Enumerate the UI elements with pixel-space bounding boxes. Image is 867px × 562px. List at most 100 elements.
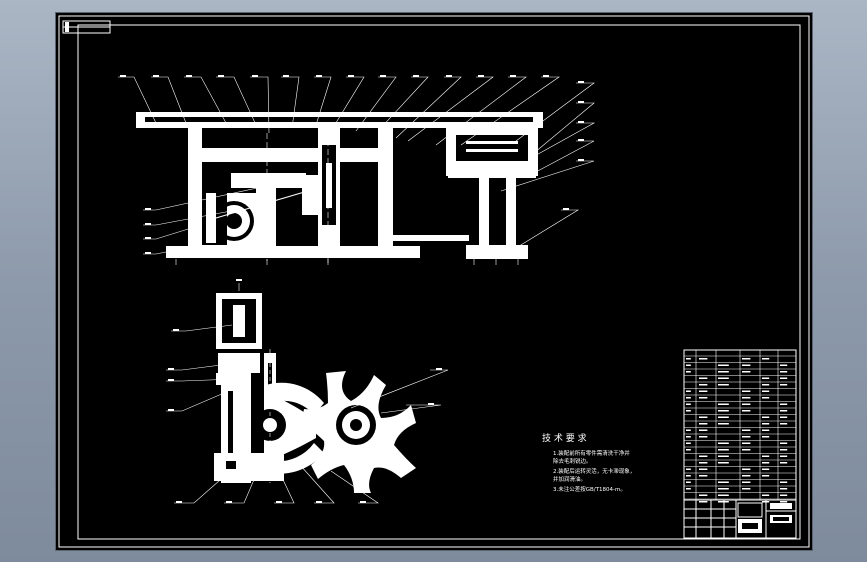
parts-list-cell-mark: [718, 384, 729, 386]
parts-list-cell-mark: [718, 403, 729, 405]
parts-list-cell-mark: [699, 475, 708, 477]
parts-list-cell-mark: [686, 397, 691, 399]
parts-list-cell-mark: [780, 494, 788, 496]
parts-list-cell-mark: [718, 416, 729, 418]
parts-list-cell-mark: [718, 481, 729, 483]
parts-list-cell-mark: [742, 358, 751, 360]
parts-list-cell-mark: [699, 384, 708, 386]
parts-list-cell-mark: [699, 494, 708, 496]
title-block: [683, 499, 797, 539]
parts-list-cell-mark: [762, 468, 770, 470]
parts-list-cell-mark: [780, 403, 788, 405]
parts-list-cell-mark: [742, 390, 751, 392]
parts-list-cell-mark: [699, 501, 708, 503]
section-view: [214, 283, 416, 493]
parts-list-cell-mark: [780, 455, 788, 457]
parts-list-cell-mark: [762, 475, 770, 477]
parts-list-cell-mark: [699, 397, 708, 399]
parts-list-cell-mark: [686, 390, 691, 392]
parts-list-cell-mark: [762, 397, 770, 399]
parts-list-cell-mark: [686, 475, 691, 477]
parts-list-cell-mark: [762, 436, 770, 438]
parts-list-cell-mark: [742, 436, 751, 438]
parts-list-cell-mark: [718, 462, 729, 464]
parts-list-cell-mark: [780, 410, 788, 412]
parts-list-cell-mark: [780, 371, 788, 373]
parts-list-cell-mark: [780, 364, 788, 366]
parts-list-cell-mark: [699, 416, 708, 418]
parts-list-cell-mark: [686, 436, 691, 438]
parts-list-cell-mark: [780, 384, 788, 386]
parts-list-cell-mark: [742, 449, 751, 451]
parts-list-cell-mark: [686, 358, 691, 360]
parts-list-cell-mark: [718, 449, 729, 451]
part-number-ticks-section: [168, 279, 442, 503]
parts-list-cell-mark: [686, 488, 691, 490]
front-view: [136, 112, 543, 265]
parts-list-cell-mark: [686, 468, 691, 470]
parts-list-cell-mark: [780, 416, 788, 418]
parts-list-cell-mark: [742, 429, 751, 431]
parts-list-cell-mark: [718, 423, 729, 425]
parts-list-cell-mark: [780, 423, 788, 425]
parts-list-cell-mark: [718, 501, 729, 503]
parts-list-cell-mark: [686, 371, 691, 373]
parts-list-cell-mark: [686, 364, 691, 366]
parts-list-cell-mark: [780, 377, 788, 379]
parts-list-cell-mark: [718, 377, 729, 379]
parts-list-cell-mark: [780, 488, 788, 490]
parts-list-cell-mark: [742, 488, 751, 490]
parts-list-cell-mark: [742, 481, 751, 483]
parts-list-cell-mark: [718, 442, 729, 444]
parts-list-cell-mark: [699, 429, 708, 431]
parts-list-cell-mark: [762, 416, 770, 418]
parts-list-cell-mark: [762, 462, 770, 464]
notes-title: 技 术 要 求: [542, 432, 587, 444]
parts-list-cell-mark: [742, 468, 751, 470]
parts-list-cell-mark: [762, 358, 770, 360]
note-line-3: 2.装配后运转灵活，无卡滞现象，: [553, 467, 635, 475]
parts-list-cell-mark: [742, 475, 751, 477]
inner-frame: [77, 24, 801, 540]
parts-list-cell-mark: [686, 429, 691, 431]
parts-list-cell-mark: [780, 442, 788, 444]
parts-list-cell-mark: [742, 397, 751, 399]
parts-list-cell-mark: [718, 371, 729, 373]
parts-list-cell-mark: [699, 423, 708, 425]
outer-frame: [58, 15, 810, 548]
parts-list-cell-mark: [699, 455, 708, 457]
parts-list-cell-mark: [699, 468, 708, 470]
parts-list-cell-mark: [686, 410, 691, 412]
parts-list-cell-mark: [718, 410, 729, 412]
parts-list-cell-mark: [780, 501, 788, 503]
parts-list-cell-mark: [742, 442, 751, 444]
parts-list-cell-mark: [718, 455, 729, 457]
parts-list-cell-mark: [686, 442, 691, 444]
assembly-drawing: 技 术 要 求 1.装配前所有零件需清洗干净并 除去毛刺锐边。 2.装配后运转灵…: [58, 15, 810, 548]
cad-drawing-sheet: 技 术 要 求 1.装配前所有零件需清洗干净并 除去毛刺锐边。 2.装配后运转灵…: [56, 13, 812, 550]
parts-list-cell-mark: [699, 377, 708, 379]
part-number-ticks-top: [120, 75, 584, 254]
parts-list-cell-mark: [718, 488, 729, 490]
parts-list-cell-mark: [686, 449, 691, 451]
parts-list-cell-mark: [762, 390, 770, 392]
note-line-4: 并加润滑油。: [553, 475, 586, 483]
parts-list-cell-mark: [742, 364, 751, 366]
parts-list-cell-mark: [762, 384, 770, 386]
parts-list-cell-mark: [762, 423, 770, 425]
drawing-code-box: [62, 20, 111, 34]
parts-list-cell-mark: [780, 449, 788, 451]
parts-list-cell-mark: [762, 455, 770, 457]
parts-list-cell-mark: [686, 481, 691, 483]
parts-list-cell-mark: [762, 494, 770, 496]
parts-list: [683, 349, 797, 503]
parts-list-cell-mark: [718, 494, 729, 496]
parts-list-cell-mark: [742, 371, 751, 373]
parts-list-cell-mark: [742, 410, 751, 412]
parts-list-cell-mark: [699, 390, 708, 392]
parts-list-cell-mark: [699, 462, 708, 464]
parts-list-cell-mark: [742, 403, 751, 405]
parts-list-cell-mark: [762, 377, 770, 379]
parts-list-cell-mark: [699, 358, 708, 360]
note-line-2: 除去毛刺锐边。: [553, 457, 592, 465]
